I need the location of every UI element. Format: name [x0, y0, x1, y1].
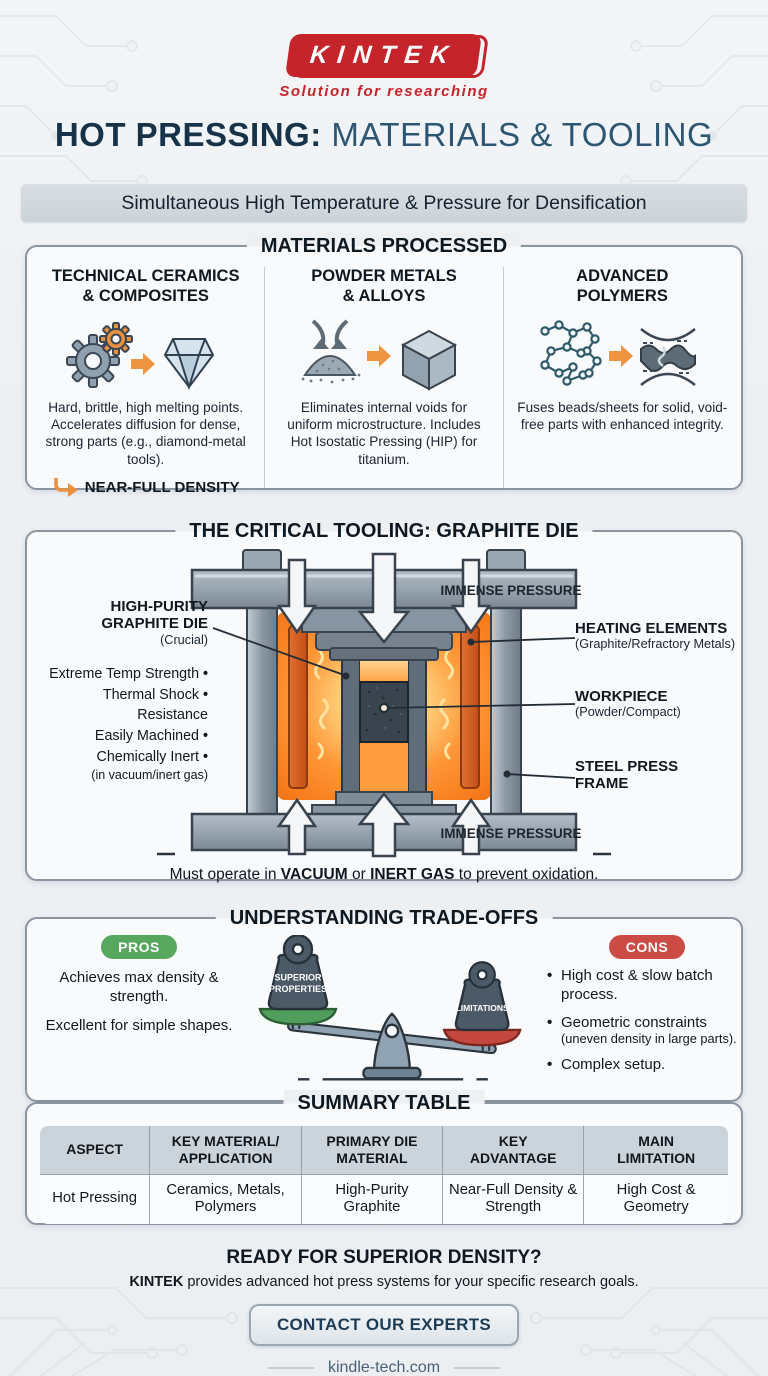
die-feature: Resistance: [137, 707, 208, 724]
footer-subtext: KINTEK provides advanced hot press syste…: [129, 1274, 639, 1290]
pros-point: Achieves max density & strength.: [59, 969, 219, 1005]
table-row: Hot Pressing Ceramics, Metals, Polymers …: [40, 1173, 728, 1225]
pros-column: PROS Achieves max density & strength. Ex…: [43, 935, 235, 1085]
press-diagram: IMMENSE PRESSURE IMMENSE PRESSURE: [27, 548, 741, 860]
orange-arrow-icon: [130, 352, 155, 375]
gears-diamond-icon: [65, 321, 214, 390]
die-feature: Chemically Inert: [27, 747, 208, 768]
cons-point: Complex setup.: [547, 1056, 747, 1075]
summary-table: ASPECT KEY MATERIAL/APPLICATION PRIMARY …: [39, 1125, 729, 1226]
page-title: HOT PRESSING: MATERIALS & TOOLING: [0, 116, 768, 154]
contact-button[interactable]: CONTACT OUR EXPERTS: [248, 1304, 520, 1346]
weight-label-right: LIMITATIONS: [456, 1003, 510, 1013]
orange-arrow-icon: [609, 344, 634, 367]
title-strong: HOT PRESSING:: [54, 116, 322, 153]
die-feature: Easily Machined: [27, 726, 208, 747]
pros-badge: PROS: [101, 935, 177, 959]
near-full-density-callout: NEAR-FULL DENSITY: [39, 477, 252, 498]
vacuum-caption: Must operate in VACUUM or INERT GAS to p…: [169, 866, 599, 883]
powder-cube-icon: [301, 319, 458, 391]
cons-point: Geometric constraints(uneven density in …: [547, 1014, 747, 1047]
kintek-logo: KINTEK: [285, 34, 490, 78]
weight-label-left: SUPERIOR: [274, 973, 322, 983]
balance-scale-icon: SUPERIOR PROPERTIES LIMITATIONS: [258, 935, 522, 1081]
table-cell: Ceramics, Metals, Polymers: [149, 1173, 302, 1225]
material-title: POWDER METALS& ALLOYS: [311, 267, 457, 305]
cons-point: High cost & slow batch process.: [547, 967, 747, 1005]
die-feature-note: (in vacuum/inert gas): [91, 767, 208, 782]
material-column-ceramics: TECHNICAL CERAMICS& COMPOSITES: [27, 267, 264, 498]
logo-tagline: Solution for researching: [279, 83, 489, 100]
material-title: TECHNICAL CERAMICS& COMPOSITES: [51, 267, 240, 305]
footer: READY FOR SUPERIOR DENSITY? KINTEK provi…: [0, 1247, 768, 1376]
table-header-cell: ASPECT: [40, 1126, 151, 1175]
title-rest: MATERIALS & TOOLING: [321, 116, 714, 153]
polymer-fuse-icon: [540, 319, 697, 386]
header: KINTEK Solution for researching HOT PRES…: [0, 0, 768, 222]
divider: [454, 1367, 501, 1369]
section-title-tradeoffs: UNDERSTANDING TRADE-OFFS: [215, 905, 553, 932]
table-cell: Near-Full Density & Strength: [442, 1173, 585, 1225]
die-feature: Extreme Temp Strength: [27, 664, 208, 685]
die-feature: Thermal Shock: [27, 685, 208, 706]
weight-label-left2: PROPERTIES: [269, 984, 327, 994]
section-materials: MATERIALS PROCESSED TECHNICAL CERAMICS& …: [25, 233, 743, 498]
section-title-summary: SUMMARY TABLE: [283, 1090, 485, 1117]
corner-arrow-icon: [54, 478, 78, 498]
section-title-tooling: THE CRITICAL TOOLING: GRAPHITE DIE: [175, 518, 593, 545]
section-title-materials: MATERIALS PROCESSED: [246, 233, 522, 260]
immense-pressure-top-label: IMMENSE PRESSURE: [440, 583, 581, 598]
cons-badge: CONS: [608, 935, 686, 959]
die-feature-list: Extreme Temp Strength Thermal Shock Resi…: [27, 664, 208, 783]
divider: [267, 1367, 314, 1369]
label-heating-elements: HEATING ELEMENTS (Graphite/Refractory Me…: [575, 620, 736, 652]
table-cell: Hot Pressing: [40, 1173, 151, 1225]
label-steel-press-frame: STEEL PRESS FRAME: [575, 758, 679, 793]
table-header-cell: KEY MATERIAL/APPLICATION: [149, 1126, 302, 1175]
hot-press-illustration: IMMENSE PRESSURE IMMENSE PRESSURE: [157, 549, 611, 858]
logo-text: KINTEK: [309, 41, 460, 69]
material-desc: Eliminates internal voids for uniform mi…: [287, 399, 481, 467]
subtitle-banner: Simultaneous High Temperature & Pressure…: [21, 184, 747, 222]
website-row: kindle-tech.com: [267, 1359, 501, 1376]
orange-arrow-icon: [366, 344, 391, 367]
table-cell: High-Purity Graphite: [300, 1173, 444, 1225]
pros-point: Excellent for simple shapes.: [45, 1016, 233, 1034]
section-tradeoffs: UNDERSTANDING TRADE-OFFS PROS Achieves m…: [25, 905, 743, 1102]
cons-column: CONS High cost & slow batch process. Geo…: [547, 935, 747, 1085]
section-tooling: THE CRITICAL TOOLING: GRAPHITE DIE: [25, 518, 743, 883]
material-desc: Hard, brittle, high melting points. Acce…: [45, 399, 246, 467]
material-column-metals: POWDER METALS& ALLOYS: [264, 267, 502, 488]
label-graphite-die: HIGH-PURITY GRAPHITE DIE (Crucial): [101, 598, 208, 647]
section-summary: SUMMARY TABLE ASPECT KEY MATERIAL/APPLIC…: [25, 1090, 743, 1226]
footer-heading: READY FOR SUPERIOR DENSITY?: [226, 1247, 542, 1268]
material-desc: Fuses beads/sheets for solid, void-free …: [517, 399, 728, 432]
label-workpiece: WORKPIECE (Powder/Compact): [575, 688, 681, 720]
table-cell: High Cost & Geometry: [583, 1173, 728, 1225]
immense-pressure-bottom-label: IMMENSE PRESSURE: [440, 826, 581, 841]
website-link[interactable]: kindle-tech.com: [327, 1359, 441, 1376]
